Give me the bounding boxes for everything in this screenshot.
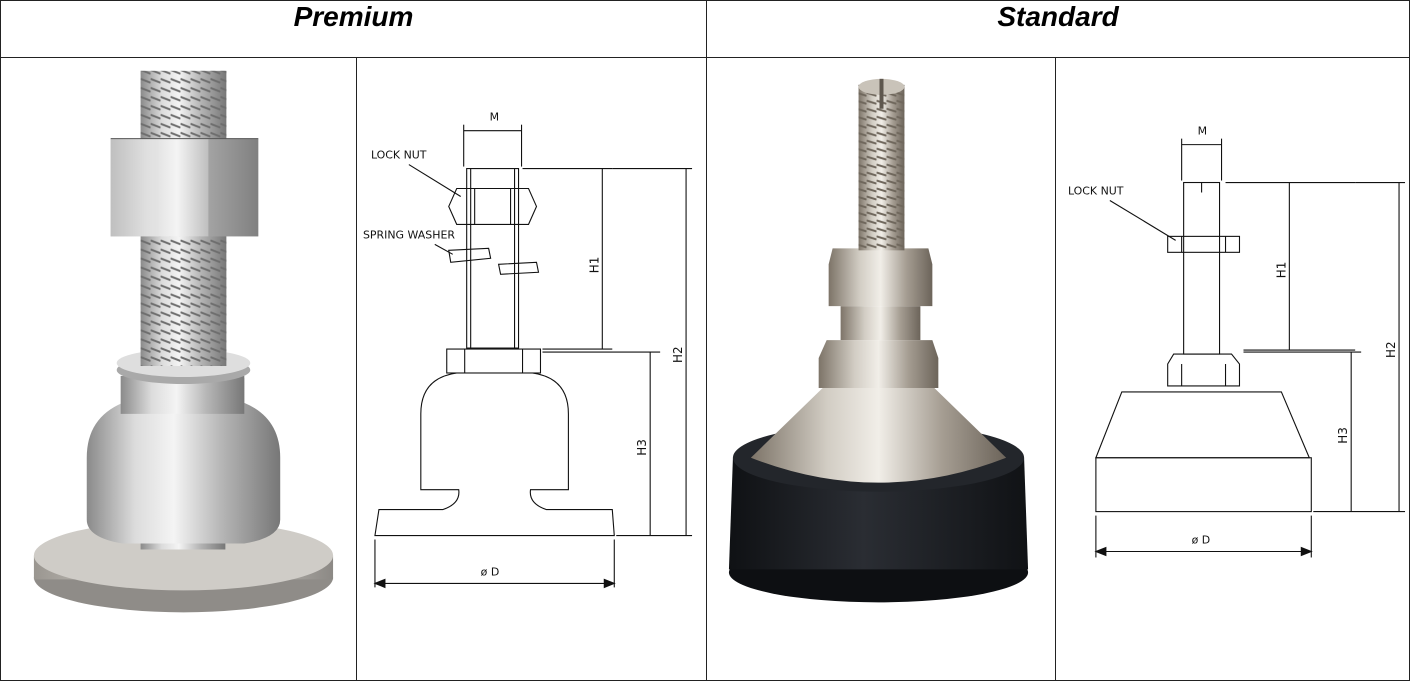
standard-h2-label: H2 bbox=[1384, 341, 1398, 358]
premium-d-label: ø D bbox=[481, 565, 500, 578]
premium-leveling-foot-photo bbox=[33, 70, 334, 613]
standard-leveling-foot-photo bbox=[728, 78, 1029, 603]
standard-h1-label: H1 bbox=[1274, 262, 1288, 279]
standard-h3-label: H3 bbox=[1336, 427, 1350, 444]
premium-heading: Premium bbox=[0, 0, 708, 58]
premium-h3-label: H3 bbox=[635, 439, 649, 456]
premium-technical-drawing: M LOCK NUT SPRING WASHER bbox=[363, 111, 693, 589]
standard-lock-nut-label: LOCK NUT bbox=[1068, 184, 1124, 197]
standard-d-label: ø D bbox=[1192, 534, 1211, 547]
standard-photo-cell bbox=[706, 57, 1057, 681]
standard-drawing-cell: M LOCK NUT bbox=[1055, 57, 1410, 681]
premium-m-label: M bbox=[490, 111, 499, 124]
premium-spring-washer-label: SPRING WASHER bbox=[363, 228, 455, 241]
standard-heading: Standard bbox=[706, 0, 1410, 58]
premium-h2-label: H2 bbox=[671, 346, 685, 363]
standard-m-label: M bbox=[1198, 125, 1207, 138]
premium-h1-label: H1 bbox=[587, 257, 601, 274]
premium-lock-nut-label: LOCK NUT bbox=[371, 149, 427, 162]
standard-technical-drawing: M LOCK NUT bbox=[1068, 125, 1406, 558]
premium-drawing-cell: M LOCK NUT SPRING WASHER bbox=[355, 57, 708, 681]
premium-photo-cell bbox=[0, 57, 357, 681]
